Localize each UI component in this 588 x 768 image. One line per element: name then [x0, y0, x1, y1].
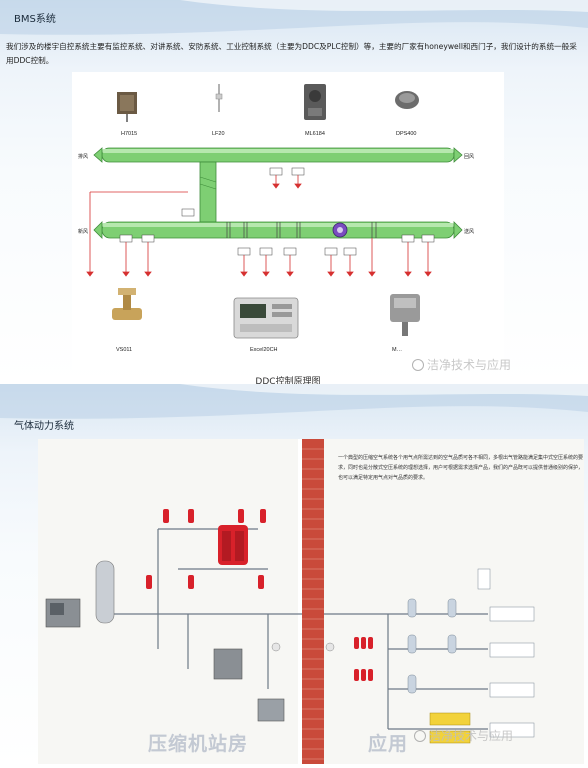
signal-arrows	[86, 175, 432, 277]
compressed-air-panel: 一个典型的压缩空气系统各个用气点所需达到的空气品质可各不相同，多根出气管路能满足…	[38, 439, 584, 764]
air-compressor-icon	[45, 598, 81, 628]
watermark-text: 洁净技术与应用	[429, 729, 514, 743]
device-label-dps400: DPS400	[396, 131, 417, 137]
refrigerated-dryer-icon	[213, 648, 243, 680]
slide-title: 气体动力系统	[14, 421, 74, 432]
switch-dps400-icon	[395, 91, 419, 109]
device-label-m: M…	[392, 347, 402, 353]
ddc-diagram: H7015 LF20 ML6184 DPS400 排风 回风 新风 送风	[78, 84, 474, 353]
duct-internals	[226, 222, 377, 238]
compressor-room-label: 压缩机站房	[148, 733, 249, 755]
watermark-logo-icon	[412, 359, 424, 371]
label-return: 回风	[464, 154, 474, 160]
application-filters	[407, 598, 457, 694]
diagram-caption: DDC控制原理图	[255, 377, 321, 384]
brick-wall	[302, 439, 324, 764]
slide-title: BMS系统	[14, 14, 56, 25]
device-label-h7015: H7015	[121, 131, 137, 137]
watermark: 洁净技术与应用	[412, 356, 511, 373]
device-label-lf20: LF20	[212, 131, 225, 137]
oil-water-separator-icon	[257, 698, 285, 722]
valve-vs011-icon	[112, 288, 142, 320]
watermark-logo-icon	[414, 730, 426, 742]
actuator-m-icon	[390, 294, 420, 336]
application-label: 应用	[368, 733, 409, 755]
watermark: 洁净技术与应用	[414, 727, 513, 744]
yellow-units-icon	[429, 712, 471, 744]
label-supply: 送风	[464, 228, 474, 235]
sensor-lf20-icon	[215, 84, 223, 112]
watermark-text: 洁净技术与应用	[427, 358, 512, 372]
background-swoosh	[0, 0, 588, 35]
filter-icons	[146, 509, 373, 681]
device-label-vs011: VS011	[116, 347, 132, 353]
slide-bms: BMS系统 我们涉及的楼宇自控系统主要有监控系统、对讲系统、安防系统、工业控制系…	[0, 0, 588, 384]
actuator-ml6184-icon	[304, 84, 326, 120]
application-paragraph: 一个典型的压缩空气系统各个用气点所需达到的空气品质可各不相同，多根出气管路能满足…	[338, 455, 584, 481]
device-label-excel20ch: Excel20CH	[250, 347, 278, 353]
air-tank-icon	[95, 560, 115, 624]
device-label-ml6184: ML6184	[305, 131, 325, 137]
label-exhaust: 排风	[78, 153, 88, 160]
slide-gas-power: 气体动力系统	[0, 384, 588, 768]
ddc-diagram-panel: H7015 LF20 ML6184 DPS400 排风 回风 新风 送风	[72, 72, 504, 384]
sensor-h7015-icon	[117, 92, 137, 122]
body-paragraph: 我们涉及的楼宇自控系统主要有监控系统、对讲系统、安防系统、工业控制系统（主要为D…	[6, 42, 577, 65]
application-boxes	[477, 568, 535, 738]
supply-fan-icon	[332, 222, 348, 238]
mixing-duct	[199, 161, 217, 223]
pipe-network	[98, 528, 488, 730]
label-fresh: 新风	[78, 228, 88, 235]
compressed-air-diagram	[38, 439, 584, 764]
controller-excel20ch-icon	[233, 297, 299, 339]
background-swoosh	[0, 384, 588, 419]
dryer-icon	[218, 525, 248, 565]
sensor-boxes	[119, 167, 435, 256]
